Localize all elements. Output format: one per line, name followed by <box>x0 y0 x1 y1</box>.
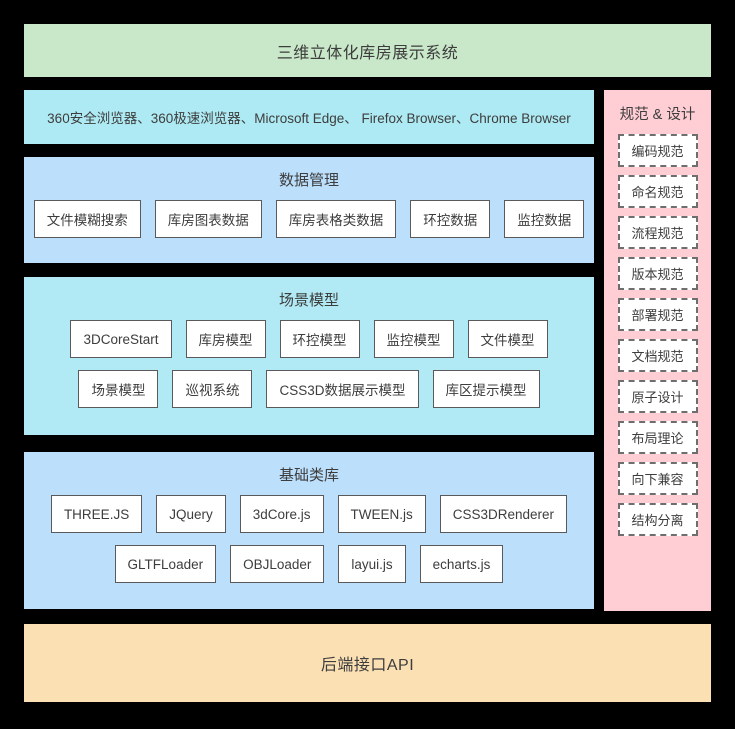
scene-model-row-1: 3DCoreStart 库房模型 环控模型 监控模型 文件模型 <box>24 320 594 358</box>
backend-api-band: 后端接口API <box>24 624 711 702</box>
spec-item[interactable]: 向下兼容 <box>617 462 698 495</box>
spec-design-sidebar: 规范 & 设计 编码规范 命名规范 流程规范 版本规范 部署规范 文档规范 原子… <box>604 90 711 611</box>
backend-api-text: 后端接口API <box>320 657 415 674</box>
library-node[interactable]: echarts.js <box>419 545 504 583</box>
scene-model-band: 场景模型 3DCoreStart 库房模型 环控模型 监控模型 文件模型 场景模… <box>24 277 594 435</box>
library-node[interactable]: TWEEN.js <box>337 495 426 533</box>
spec-design-title: 规范 & 设计 <box>619 107 696 123</box>
spec-item[interactable]: 结构分离 <box>617 503 698 536</box>
spec-item[interactable]: 流程规范 <box>617 216 698 249</box>
data-management-row: 文件模糊搜索 库房图表数据 库房表格类数据 环控数据 监控数据 <box>24 200 594 238</box>
library-node[interactable]: 3dCore.js <box>239 495 324 533</box>
spec-item[interactable]: 版本规范 <box>617 257 698 290</box>
library-node[interactable]: CSS3DRenderer <box>439 495 568 533</box>
library-node[interactable]: layui.js <box>338 545 406 583</box>
base-library-heading: 基础类库 <box>278 467 339 484</box>
data-management-heading: 数据管理 <box>278 172 339 189</box>
scene-node[interactable]: 文件模型 <box>467 320 548 358</box>
library-node[interactable]: OBJLoader <box>230 545 325 583</box>
data-node[interactable]: 环控数据 <box>410 200 491 238</box>
scene-model-heading: 场景模型 <box>278 292 339 309</box>
scene-model-row-2: 场景模型 巡视系统 CSS3D数据展示模型 库区提示模型 <box>24 370 594 408</box>
data-node[interactable]: 监控数据 <box>504 200 585 238</box>
system-title-band: 三维立体化库房展示系统 <box>24 24 711 77</box>
data-node[interactable]: 文件模糊搜索 <box>33 200 141 238</box>
library-node[interactable]: GLTFLoader <box>114 545 217 583</box>
browser-support-band: 360安全浏览器、360极速浏览器、Microsoft Edge、 Firefo… <box>24 90 594 144</box>
spec-item[interactable]: 命名规范 <box>617 175 698 208</box>
spec-item[interactable]: 布局理论 <box>617 421 698 454</box>
scene-node[interactable]: 3DCoreStart <box>70 320 172 358</box>
scene-node[interactable]: 监控模型 <box>373 320 454 358</box>
spec-item[interactable]: 编码规范 <box>617 134 698 167</box>
spec-item[interactable]: 部署规范 <box>617 298 698 331</box>
scene-node[interactable]: 库区提示模型 <box>432 370 540 408</box>
base-library-band: 基础类库 THREE.JS JQuery 3dCore.js TWEEN.js … <box>24 452 594 609</box>
browser-support-text: 360安全浏览器、360极速浏览器、Microsoft Edge、 Firefo… <box>47 111 571 126</box>
scene-node[interactable]: 环控模型 <box>279 320 360 358</box>
library-node[interactable]: JQuery <box>156 495 226 533</box>
system-title-text: 三维立体化库房展示系统 <box>276 44 459 62</box>
spec-item[interactable]: 原子设计 <box>617 380 698 413</box>
scene-node[interactable]: 库房模型 <box>185 320 266 358</box>
scene-node[interactable]: CSS3D数据展示模型 <box>266 370 419 408</box>
spec-item[interactable]: 文档规范 <box>617 339 698 372</box>
data-node[interactable]: 库房图表数据 <box>154 200 262 238</box>
base-library-row-1: THREE.JS JQuery 3dCore.js TWEEN.js CSS3D… <box>24 495 594 533</box>
scene-node[interactable]: 巡视系统 <box>172 370 253 408</box>
data-management-band: 数据管理 文件模糊搜索 库房图表数据 库房表格类数据 环控数据 监控数据 <box>24 157 594 263</box>
data-node[interactable]: 库房表格类数据 <box>275 200 397 238</box>
library-node[interactable]: THREE.JS <box>50 495 143 533</box>
spec-design-list: 编码规范 命名规范 流程规范 版本规范 部署规范 文档规范 原子设计 布局理论 … <box>604 134 711 536</box>
scene-node[interactable]: 场景模型 <box>78 370 159 408</box>
base-library-row-2: GLTFLoader OBJLoader layui.js echarts.js <box>24 545 594 583</box>
